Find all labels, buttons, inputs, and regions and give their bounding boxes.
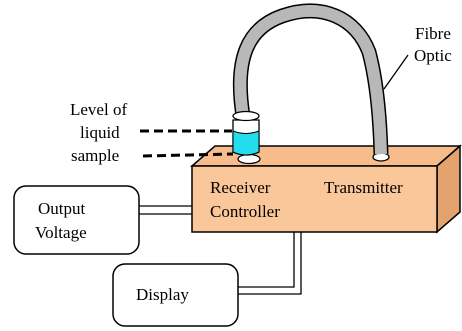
fibre-label-pointer	[383, 54, 409, 90]
controller-front-face	[191, 165, 438, 233]
output-voltage-label-line2: Voltage	[35, 223, 87, 242]
level-label-line1: Level of	[70, 100, 128, 119]
receiver-port	[237, 153, 261, 165]
level-label-line2: liquid	[80, 123, 120, 142]
fibre-label: Fibre	[415, 24, 451, 43]
receiver-label: Receiver	[210, 178, 271, 197]
controller-label: Controller	[210, 202, 280, 221]
liquid-sample	[232, 130, 260, 156]
sample-cup	[232, 110, 260, 156]
transmitter-port	[372, 152, 390, 162]
optic-label: Optic	[414, 46, 452, 65]
display-label: Display	[136, 285, 189, 304]
transmitter-label: Transmitter	[324, 178, 403, 197]
controller-top-face	[189, 145, 462, 167]
level-label-line3: sample	[71, 146, 120, 165]
output-voltage-box	[13, 185, 140, 255]
display-connector	[238, 232, 302, 295]
output-voltage-label-line1: Output	[38, 199, 86, 218]
output-connector	[139, 205, 192, 215]
display-box	[112, 263, 239, 327]
level-leader-bottom	[142, 152, 234, 158]
